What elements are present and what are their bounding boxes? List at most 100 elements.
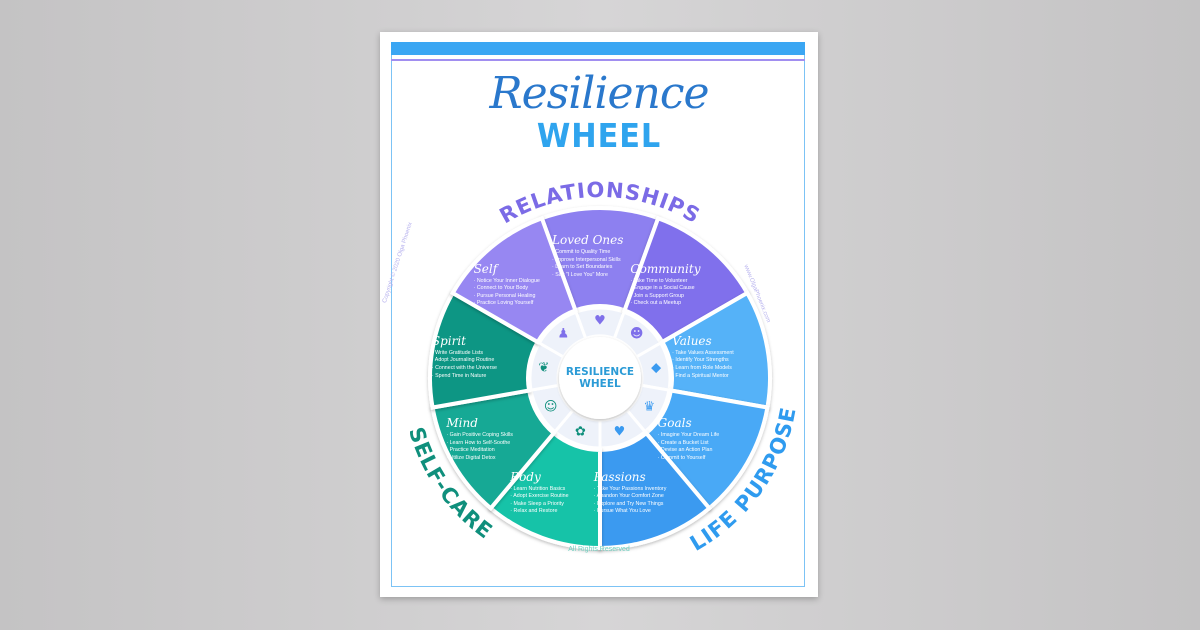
wedge-self [450, 215, 578, 345]
segment-bullet: · Connect with the Universe [431, 364, 497, 371]
title-script: Resilience [489, 68, 709, 119]
bullet-text: Relax and Restore [513, 508, 558, 515]
bullet-text: Find a Spiritual Mentor [675, 372, 729, 379]
segment-bullet: · Take Time to Volunteer [630, 277, 688, 284]
segment-bullet: · Connect to Your Body [473, 284, 529, 291]
bullet-text: Notice Your Inner Dialogue [476, 277, 540, 284]
segment-bullet: · Write Gratitude Lists [431, 349, 483, 356]
segment-bullet: · Abandon Your Comfort Zone [593, 493, 664, 500]
segment-title: Spirit [431, 333, 466, 348]
segment-bullet: · Take Values Assessment [672, 349, 734, 356]
bullet-text: Connect to Your Body [476, 284, 529, 291]
segment-title: Community [630, 261, 701, 276]
bullet-text: Imagine Your Dream Life [660, 431, 720, 438]
bullet-text: Join a Support Group [633, 292, 685, 299]
heart-icon: ♥ [613, 424, 626, 440]
center-label: RESILIENCE WHEEL [566, 366, 634, 390]
segment-bullet: · Adopt Exercise Routine [510, 493, 569, 500]
segment-bullet: · Commit to Yourself [657, 454, 706, 461]
bullet-text: Identify Your Strengths [675, 357, 729, 364]
bullet-text: Abandon Your Comfort Zone [596, 493, 664, 500]
trophy-icon: ♛ [643, 399, 656, 414]
segment-bullet: · Create a Bucket List [657, 439, 709, 446]
segment-passions: Passions· Take Your Passions Inventory· … [594, 469, 690, 515]
bullet-text: Check out a Meetup [633, 300, 682, 307]
segment-title: Goals [657, 415, 692, 430]
segment-bullet: · Learn from Role Models [672, 364, 732, 371]
segment-bullet: · Commit to Quality Time [552, 248, 611, 255]
bullet-text: Adopt Exercise Routine [513, 493, 569, 500]
segment-bullet: · Adopt Journaling Routine [431, 357, 495, 364]
segment-spirit: Spirit· Write Gratitude Lists· Adopt Jou… [432, 334, 528, 380]
segment-bullet: · Spend Time in Nature [431, 372, 487, 379]
hub-ring-segment [537, 310, 588, 360]
bullet-text: Learn How to Self-Soothe [449, 439, 511, 446]
dove-icon: ❦ [538, 360, 550, 376]
segment-self: Self· Notice Your Inner Dialogue· Connec… [474, 261, 570, 307]
segment-title: Body [510, 469, 541, 484]
segment-bullet: · Utilize Digital Detox [446, 454, 496, 461]
bullet-text: Explore and Try New Things [596, 500, 664, 507]
center-label-line-2: WHEEL [579, 378, 621, 390]
bullet-text: Commit to Yourself [660, 454, 706, 461]
segment-loved-ones: Loved Ones· Commit to Quality Time· Impr… [552, 233, 648, 279]
segment-bullet: · Learn Nutrition Basics [510, 485, 566, 492]
bullet-text: Improve Interpersonal Skills [555, 256, 621, 263]
segment-bullet: · Engage in a Social Cause [630, 284, 695, 291]
segment-bullet: · Improve Interpersonal Skills [552, 256, 621, 263]
head-icon: ☺ [543, 399, 558, 414]
bullet-text: Learn from Role Models [675, 364, 732, 371]
hearts-icon: ♥ [594, 313, 606, 329]
segment-title: Loved Ones [552, 232, 624, 247]
top-accent-line [391, 59, 805, 61]
title-bold: WHEEL [536, 116, 662, 155]
bullet-text: Connect with the Universe [435, 364, 497, 371]
segment-title: Passions [593, 469, 646, 484]
segment-bullet: · Take Your Passions Inventory [593, 485, 667, 492]
segment-bullet: · Pursue Personal Healing [473, 292, 536, 299]
lotus-icon: ✿ [575, 424, 586, 440]
bullet-text: Take Time to Volunteer [633, 277, 688, 284]
rights-note: All Rights Reserved [568, 546, 630, 553]
top-color-bar [391, 42, 805, 55]
segment-bullet: · Say "I Love You" More [552, 271, 608, 278]
bullet-text: Practice Meditation [449, 447, 495, 453]
bullet-text: Learn to Set Boundaries [555, 264, 613, 270]
center-label-line-1: RESILIENCE [565, 366, 635, 378]
group-icon: ☻ [629, 326, 644, 342]
segment-values: Values· Take Values Assessment· Identify… [672, 334, 768, 380]
bullet-text: Engage in a Social Cause [633, 284, 695, 291]
segment-bullet: · Practice Loving Yourself [473, 300, 534, 307]
segment-bullet: · Learn to Set Boundaries [552, 264, 613, 270]
segment-bullet: · Join a Support Group [630, 292, 685, 299]
bullet-text: Write Gratitude Lists [435, 349, 483, 356]
segment-bullet: · Explore and Try New Things [593, 500, 664, 507]
segment-title: Values [672, 333, 712, 348]
bullet-text: Make Sleep a Priority [513, 500, 564, 507]
bullet-text: Learn Nutrition Basics [513, 485, 566, 492]
bullet-text: Gain Positive Coping Skills [449, 431, 513, 438]
segment-title: Mind [446, 415, 478, 430]
segment-bullet: · Imagine Your Dream Life [657, 431, 720, 438]
bullet-text: Create a Bucket List [660, 439, 709, 446]
segment-bullet: · Find a Spiritual Mentor [672, 372, 729, 379]
segment-bullet: · Practice Meditation [446, 447, 495, 453]
segment-bullet: · Notice Your Inner Dialogue [473, 277, 540, 284]
bullet-text: Spend Time in Nature [435, 372, 487, 379]
bullet-text: Take Values Assessment [675, 349, 734, 356]
bullet-text: Utilize Digital Detox [449, 454, 496, 461]
diamond-icon: ◆ [651, 360, 662, 376]
segment-mind: Mind· Gain Positive Coping Skills· Learn… [446, 416, 542, 462]
bullet-text: Pursue Personal Healing [476, 292, 536, 299]
bullet-text: Say "I Love You" More [555, 271, 608, 278]
segment-bullet: · Devise an Action Plan [657, 447, 713, 453]
segment-bullet: · Learn How to Self-Soothe [446, 439, 511, 446]
segment-bullet: · Check out a Meetup [630, 300, 682, 307]
bullet-text: Pursue What You Love [596, 508, 651, 515]
segment-bullet: · Relax and Restore [510, 508, 558, 515]
bullet-text: Commit to Quality Time [555, 248, 611, 255]
center-circle [559, 337, 641, 419]
bullet-text: Take Your Passions Inventory [596, 485, 667, 492]
